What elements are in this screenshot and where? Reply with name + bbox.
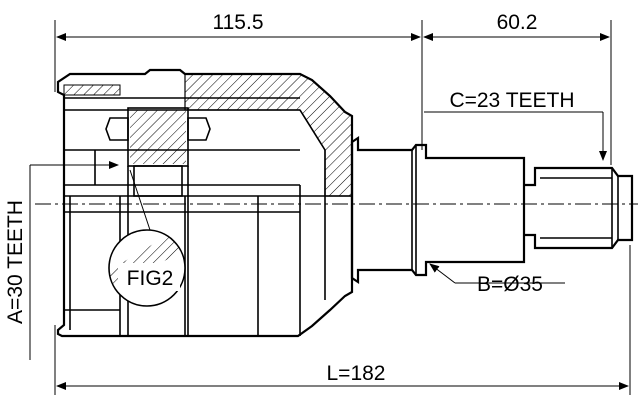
fig2-callout: FIG2 — [108, 229, 186, 307]
callout-c-teeth: C=23 TEETH — [424, 89, 607, 161]
dimension-115-5: 115.5 — [54, 11, 423, 150]
callout-a-teeth: A=30 TEETH — [4, 161, 119, 360]
roller-detail — [105, 107, 211, 336]
joint-housing — [56, 68, 354, 338]
dimension-60-2: 60.2 — [423, 11, 612, 165]
callout-c-label: C=23 TEETH — [449, 89, 574, 112]
callout-b-label: B=Ø35 — [477, 273, 543, 296]
dimension-115-5-label: 115.5 — [213, 11, 264, 34]
dimension-overall-length-label: L=182 — [327, 362, 386, 385]
callout-a-label: A=30 TEETH — [4, 200, 27, 324]
callout-b-diameter: B=Ø35 — [429, 263, 565, 296]
dimension-overall-length: L=182 — [54, 245, 631, 395]
fig2-label: FIG2 — [127, 267, 174, 290]
dimension-60-2-label: 60.2 — [497, 11, 538, 34]
output-shaft — [350, 135, 634, 285]
